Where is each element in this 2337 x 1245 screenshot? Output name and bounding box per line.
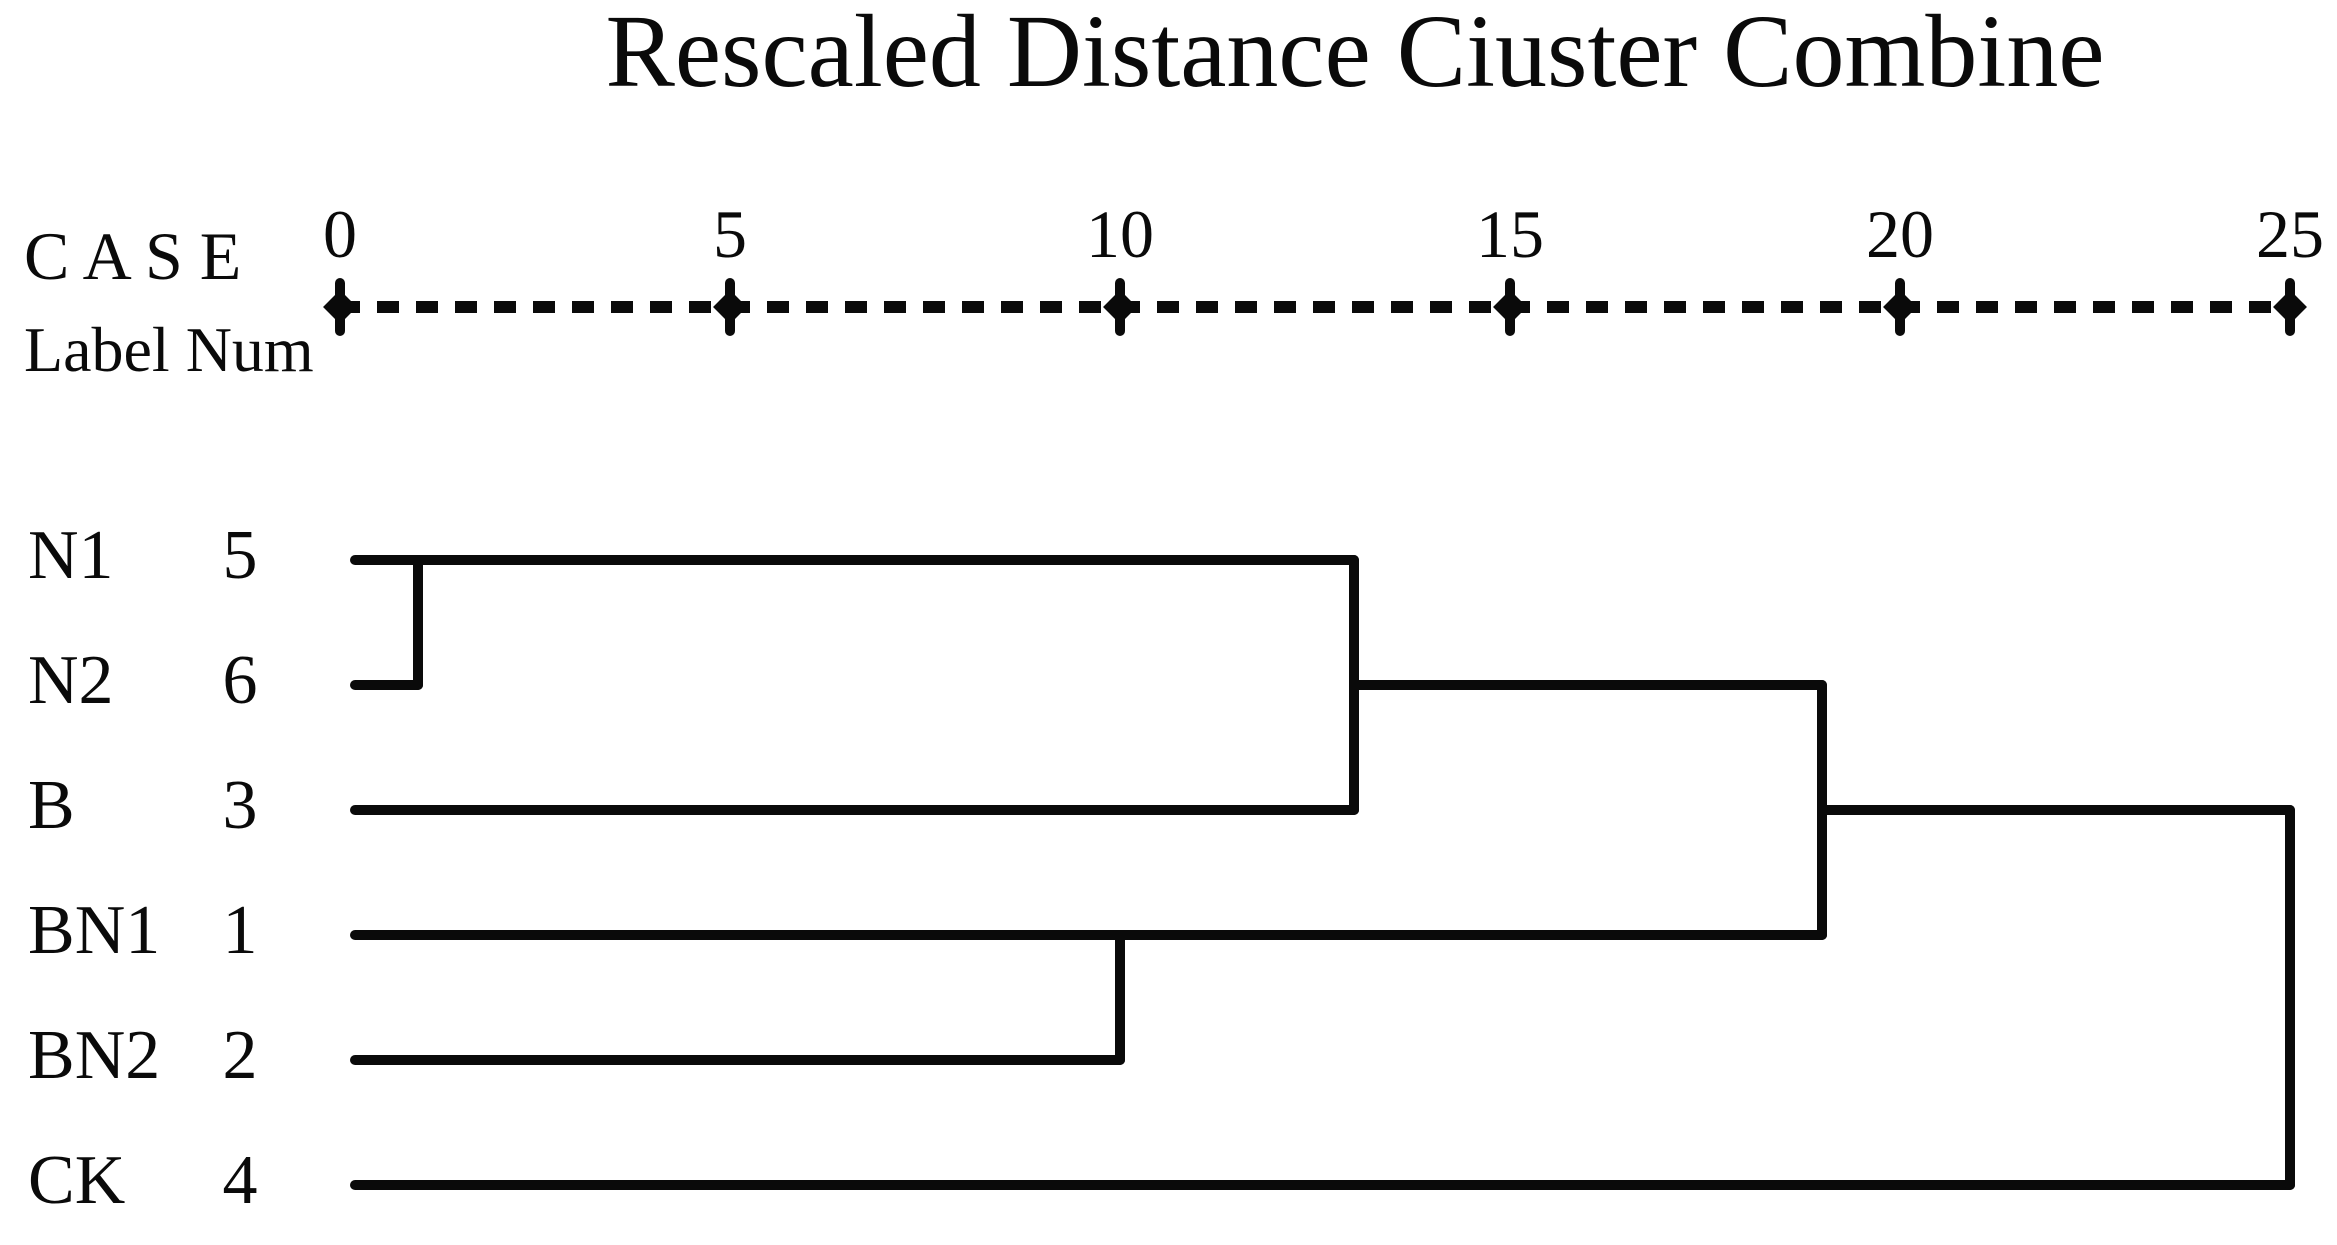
dendrogram-v-line [2285, 805, 2295, 1190]
case-row-label: BN1 [28, 892, 161, 969]
distance-axis-dashed-line [338, 301, 2302, 313]
tick-label: 0 [323, 196, 357, 272]
dendrogram-v-line [1115, 930, 1125, 1065]
dendrogram-h-line [350, 1180, 2295, 1190]
case-axis-label: C A S E [24, 218, 242, 294]
tick-label: 20 [1866, 196, 1934, 272]
dendrogram-h-line [1354, 680, 1827, 690]
dendrogram-v-line [413, 555, 423, 690]
label-num-column-header: Label Num [24, 314, 314, 385]
tick-label: 25 [2256, 196, 2324, 272]
case-row-label: N1 [28, 517, 114, 594]
dendrogram-h-line [350, 1055, 1125, 1065]
tick-label: 15 [1476, 196, 1544, 272]
tick-marker-diamond-icon [323, 290, 357, 324]
tick-marker-diamond-icon [713, 290, 747, 324]
case-row-num: 1 [222, 892, 258, 969]
dendrogram-h-line [350, 555, 1359, 565]
dendrogram-v-line [1349, 555, 1359, 815]
case-row-num: 2 [222, 1017, 258, 1094]
dendrogram-v-line [1817, 680, 1827, 940]
tick-marker-diamond-icon [2273, 290, 2307, 324]
case-row-num: 4 [222, 1142, 258, 1219]
tick-marker-diamond-icon [1103, 290, 1137, 324]
case-row-label: CK [28, 1142, 126, 1219]
dendrogram-h-line [1822, 805, 2295, 815]
case-row-label: B [28, 767, 75, 844]
case-row-num: 6 [222, 642, 258, 719]
tick-label: 5 [713, 196, 747, 272]
chart-title: Rescaled Distance Ciuster Combine [605, 0, 2105, 109]
dendrogram-h-line [350, 805, 1359, 815]
case-row-label: N2 [28, 642, 114, 719]
dendrogram-h-line [350, 930, 1827, 940]
case-row-num: 3 [222, 767, 258, 844]
case-row-label: BN2 [28, 1017, 161, 1094]
tick-marker-diamond-icon [1883, 290, 1917, 324]
tick-label: 10 [1086, 196, 1154, 272]
dendrogram-h-line [350, 680, 423, 690]
case-row-num: 5 [222, 517, 258, 594]
tick-marker-diamond-icon [1493, 290, 1527, 324]
